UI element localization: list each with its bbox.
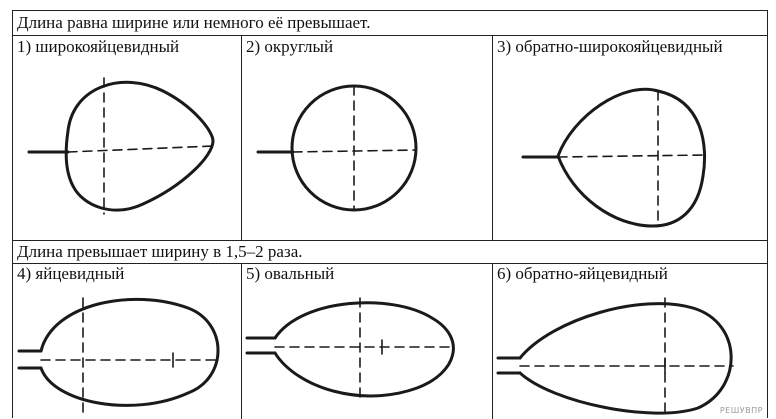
label-obovate-broad: 3) обратно-широкояйцевидный: [497, 37, 723, 56]
broad-obovate-leaf-icon: [521, 87, 707, 228]
label-ovate: 4) яйцевидный: [17, 264, 125, 283]
cell-broad-ovate: 1) широкояйцевидный: [13, 36, 242, 240]
watermark-text: РЕШУВПР: [719, 406, 763, 415]
section2-heading: Длина превышает ширину в 1,5–2 раза.: [13, 240, 767, 264]
cell-ovate: 4) яйцевидный: [13, 263, 242, 419]
label-oval: 5) овальный: [246, 264, 335, 283]
section1-heading: Длина равна ширине или немного её превыш…: [13, 11, 767, 36]
ovate-leaf-icon: [17, 297, 220, 414]
cell-obovate-broad: 3) обратно-широкояйцевидный: [493, 36, 767, 240]
cell-round: 2) округлый: [242, 36, 493, 240]
leaf-shape-table: Длина равна ширине или немного её превыш…: [12, 10, 768, 419]
round-leaf-icon: [256, 84, 418, 212]
broad-ovate-leaf-icon: [27, 77, 215, 215]
label-obovate: 6) обратно-яйцевидный: [497, 264, 668, 283]
obovate-leaf-icon: [496, 297, 734, 415]
cell-oval: 5) овальный: [242, 263, 493, 419]
oval-leaf-icon: [245, 297, 455, 402]
label-round: 2) округлый: [246, 37, 334, 56]
label-broad-ovate: 1) широкояйцевидный: [17, 37, 180, 56]
cell-obovate: 6) обратно-яйцевидный: [493, 263, 767, 419]
